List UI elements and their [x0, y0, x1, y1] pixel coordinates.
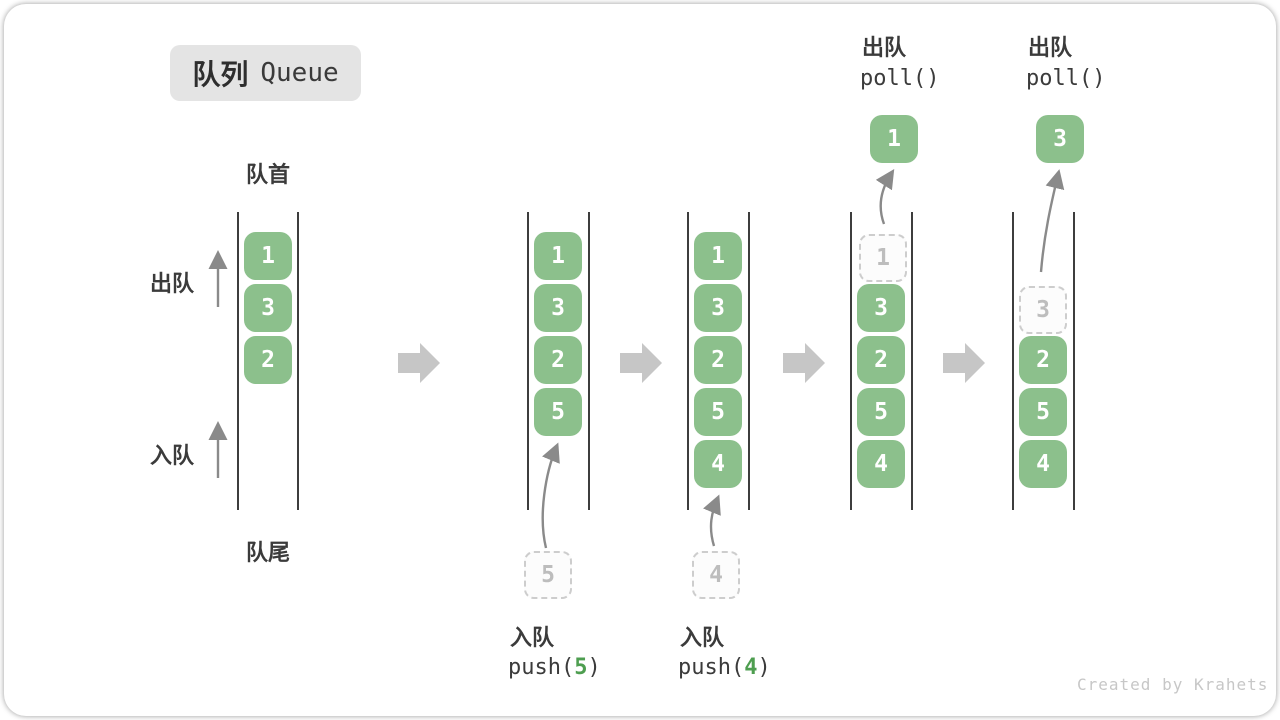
- queue-cell: 4: [857, 440, 905, 488]
- queue-front-label: 队首: [245, 162, 290, 187]
- queue-cell: 2: [1019, 336, 1067, 384]
- queue-cell: 5: [1019, 388, 1067, 436]
- poll1-code: poll(): [860, 66, 940, 91]
- queue-cell: 3: [694, 284, 742, 332]
- queue5-right-rail: [1073, 212, 1075, 510]
- queue5-left-rail: [1012, 212, 1014, 510]
- dequeue-side-label: 出队: [150, 271, 195, 296]
- diagram-card: [4, 4, 1276, 716]
- queue4-right-rail: [911, 212, 913, 510]
- polled-cell: 1: [870, 115, 918, 163]
- queue-cell: 5: [534, 388, 582, 436]
- code-suffix: ): [587, 655, 601, 680]
- code-prefix: push(: [508, 655, 575, 680]
- push5-label: 入队: [510, 625, 555, 650]
- push4-label: 入队: [680, 625, 725, 650]
- queue-cell: 2: [244, 336, 292, 384]
- queue-cell: 2: [694, 336, 742, 384]
- queue4-left-rail: [850, 212, 852, 510]
- title-en: Queue: [260, 58, 339, 88]
- code-suffix: ): [757, 655, 771, 680]
- queue-cell: 3: [244, 284, 292, 332]
- queue-rear-label: 队尾: [245, 540, 290, 565]
- poll1-label: 出队: [862, 35, 907, 60]
- dequeued-slot: 3: [1019, 286, 1067, 334]
- queue-cell: 1: [244, 232, 292, 280]
- push5-code: push(5): [508, 655, 601, 680]
- queue-cell: 4: [1019, 440, 1067, 488]
- queue3-left-rail: [687, 212, 689, 510]
- incoming-cell: 4: [692, 551, 740, 599]
- code-prefix: push(: [678, 655, 745, 680]
- code-arg: 4: [744, 655, 758, 680]
- title-badge: 队列 Queue: [170, 45, 361, 101]
- code-arg: 5: [574, 655, 588, 680]
- watermark: Created by Krahets: [1077, 675, 1269, 694]
- queue-cell: 2: [857, 336, 905, 384]
- queue-cell: 5: [857, 388, 905, 436]
- dequeued-slot: 1: [859, 234, 907, 282]
- queue-cell: 3: [534, 284, 582, 332]
- title-zh: 队列: [192, 59, 249, 90]
- enqueue-side-label: 入队: [150, 443, 195, 468]
- queue-cell: 3: [857, 284, 905, 332]
- push4-code: push(4): [678, 655, 771, 680]
- poll3-code: poll(): [1026, 66, 1106, 91]
- queue-cell: 2: [534, 336, 582, 384]
- queue1-left-rail: [237, 212, 239, 510]
- queue-cell: 1: [534, 232, 582, 280]
- queue2-left-rail: [527, 212, 529, 510]
- queue2-right-rail: [588, 212, 590, 510]
- poll3-label: 出队: [1028, 35, 1073, 60]
- incoming-cell: 5: [524, 551, 572, 599]
- queue3-right-rail: [748, 212, 750, 510]
- queue-cell: 1: [694, 232, 742, 280]
- queue-cell: 4: [694, 440, 742, 488]
- polled-cell: 3: [1036, 115, 1084, 163]
- queue1-right-rail: [297, 212, 299, 510]
- queue-cell: 5: [694, 388, 742, 436]
